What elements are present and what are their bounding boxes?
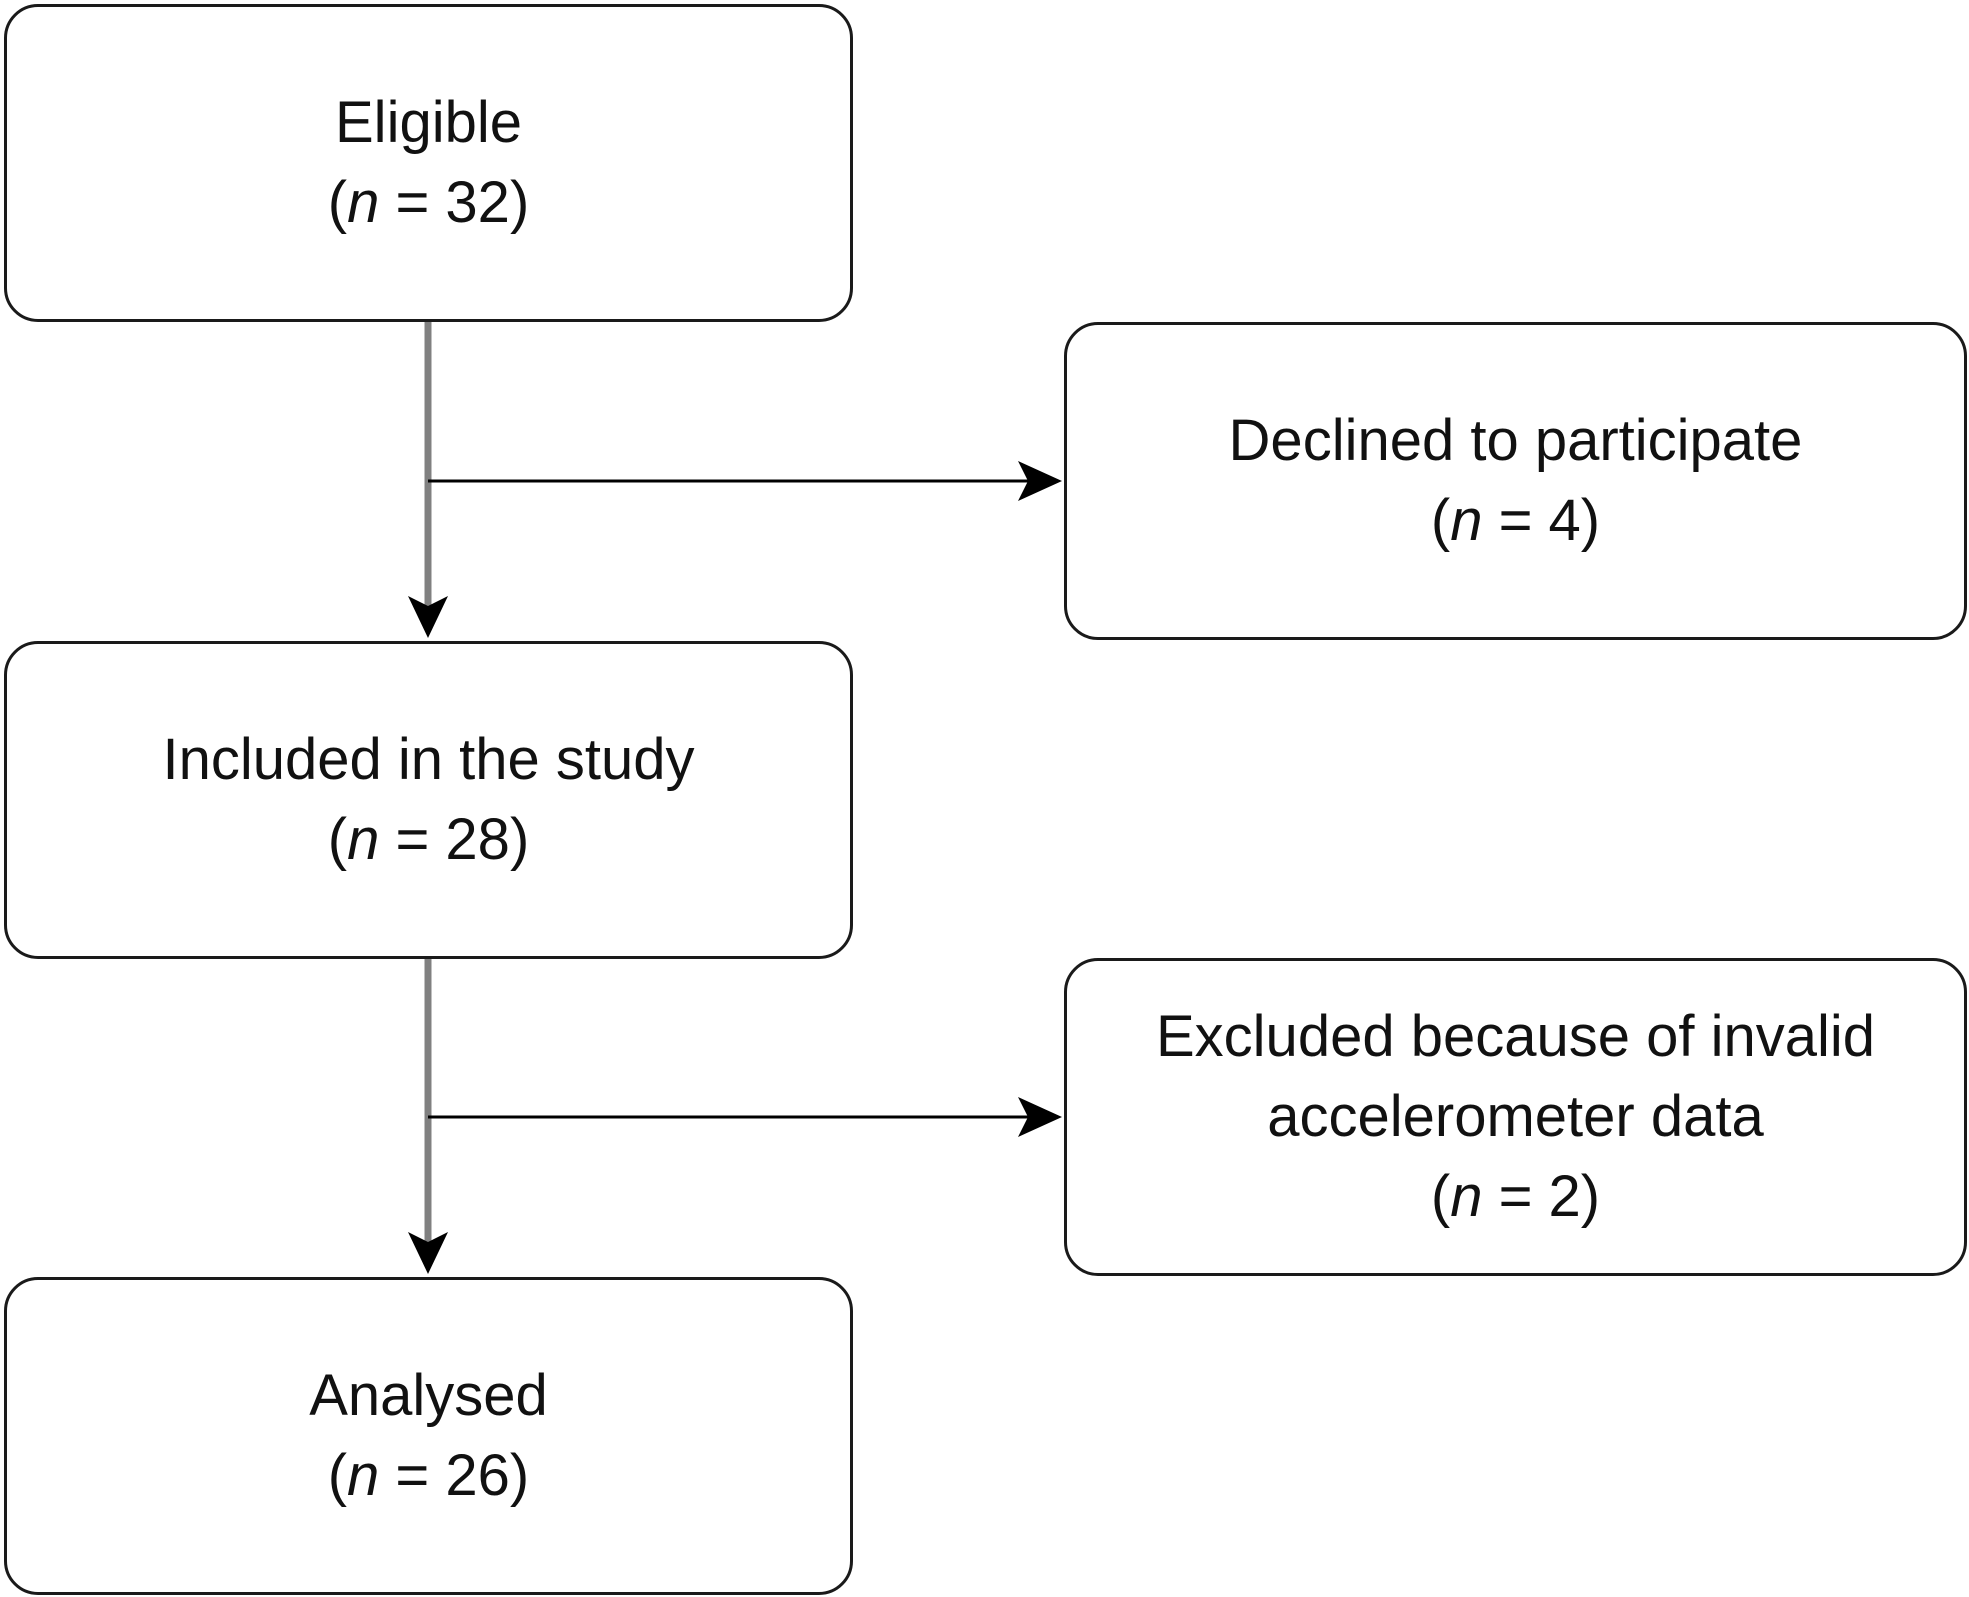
eligible-count: (n = 32)	[327, 170, 530, 235]
arrowhead-down-analysed	[408, 1232, 448, 1274]
arrowhead-down-included	[408, 596, 448, 638]
excluded-label-line2: accelerometer data	[1267, 1084, 1764, 1149]
included-label: Included in the study	[162, 727, 695, 792]
included-box: Included in the study (n = 28)	[4, 641, 853, 959]
arrowhead-right-excluded	[1018, 1097, 1062, 1137]
declined-box: Declined to participate (n = 4)	[1064, 322, 1967, 640]
eligible-box: Eligible (n = 32)	[4, 4, 853, 322]
declined-count: (n = 4)	[1430, 488, 1601, 553]
analysed-text: Analysed (n = 26)	[309, 1356, 548, 1516]
declined-label: Declined to participate	[1228, 408, 1803, 473]
excluded-label-line1: Excluded because of invalid	[1155, 1004, 1876, 1069]
excluded-text: Excluded because of invalid acceleromete…	[1156, 997, 1875, 1237]
analysed-count: (n = 26)	[327, 1443, 530, 1508]
analysed-box: Analysed (n = 26)	[4, 1277, 853, 1595]
analysed-label: Analysed	[309, 1363, 548, 1428]
eligible-label: Eligible	[335, 90, 522, 155]
included-text: Included in the study (n = 28)	[162, 720, 694, 880]
arrowhead-right-declined	[1018, 461, 1062, 501]
declined-text: Declined to participate (n = 4)	[1229, 401, 1803, 561]
excluded-box: Excluded because of invalid acceleromete…	[1064, 958, 1967, 1276]
excluded-count: (n = 2)	[1430, 1164, 1601, 1229]
eligible-text: Eligible (n = 32)	[328, 83, 530, 243]
included-count: (n = 28)	[327, 807, 530, 872]
